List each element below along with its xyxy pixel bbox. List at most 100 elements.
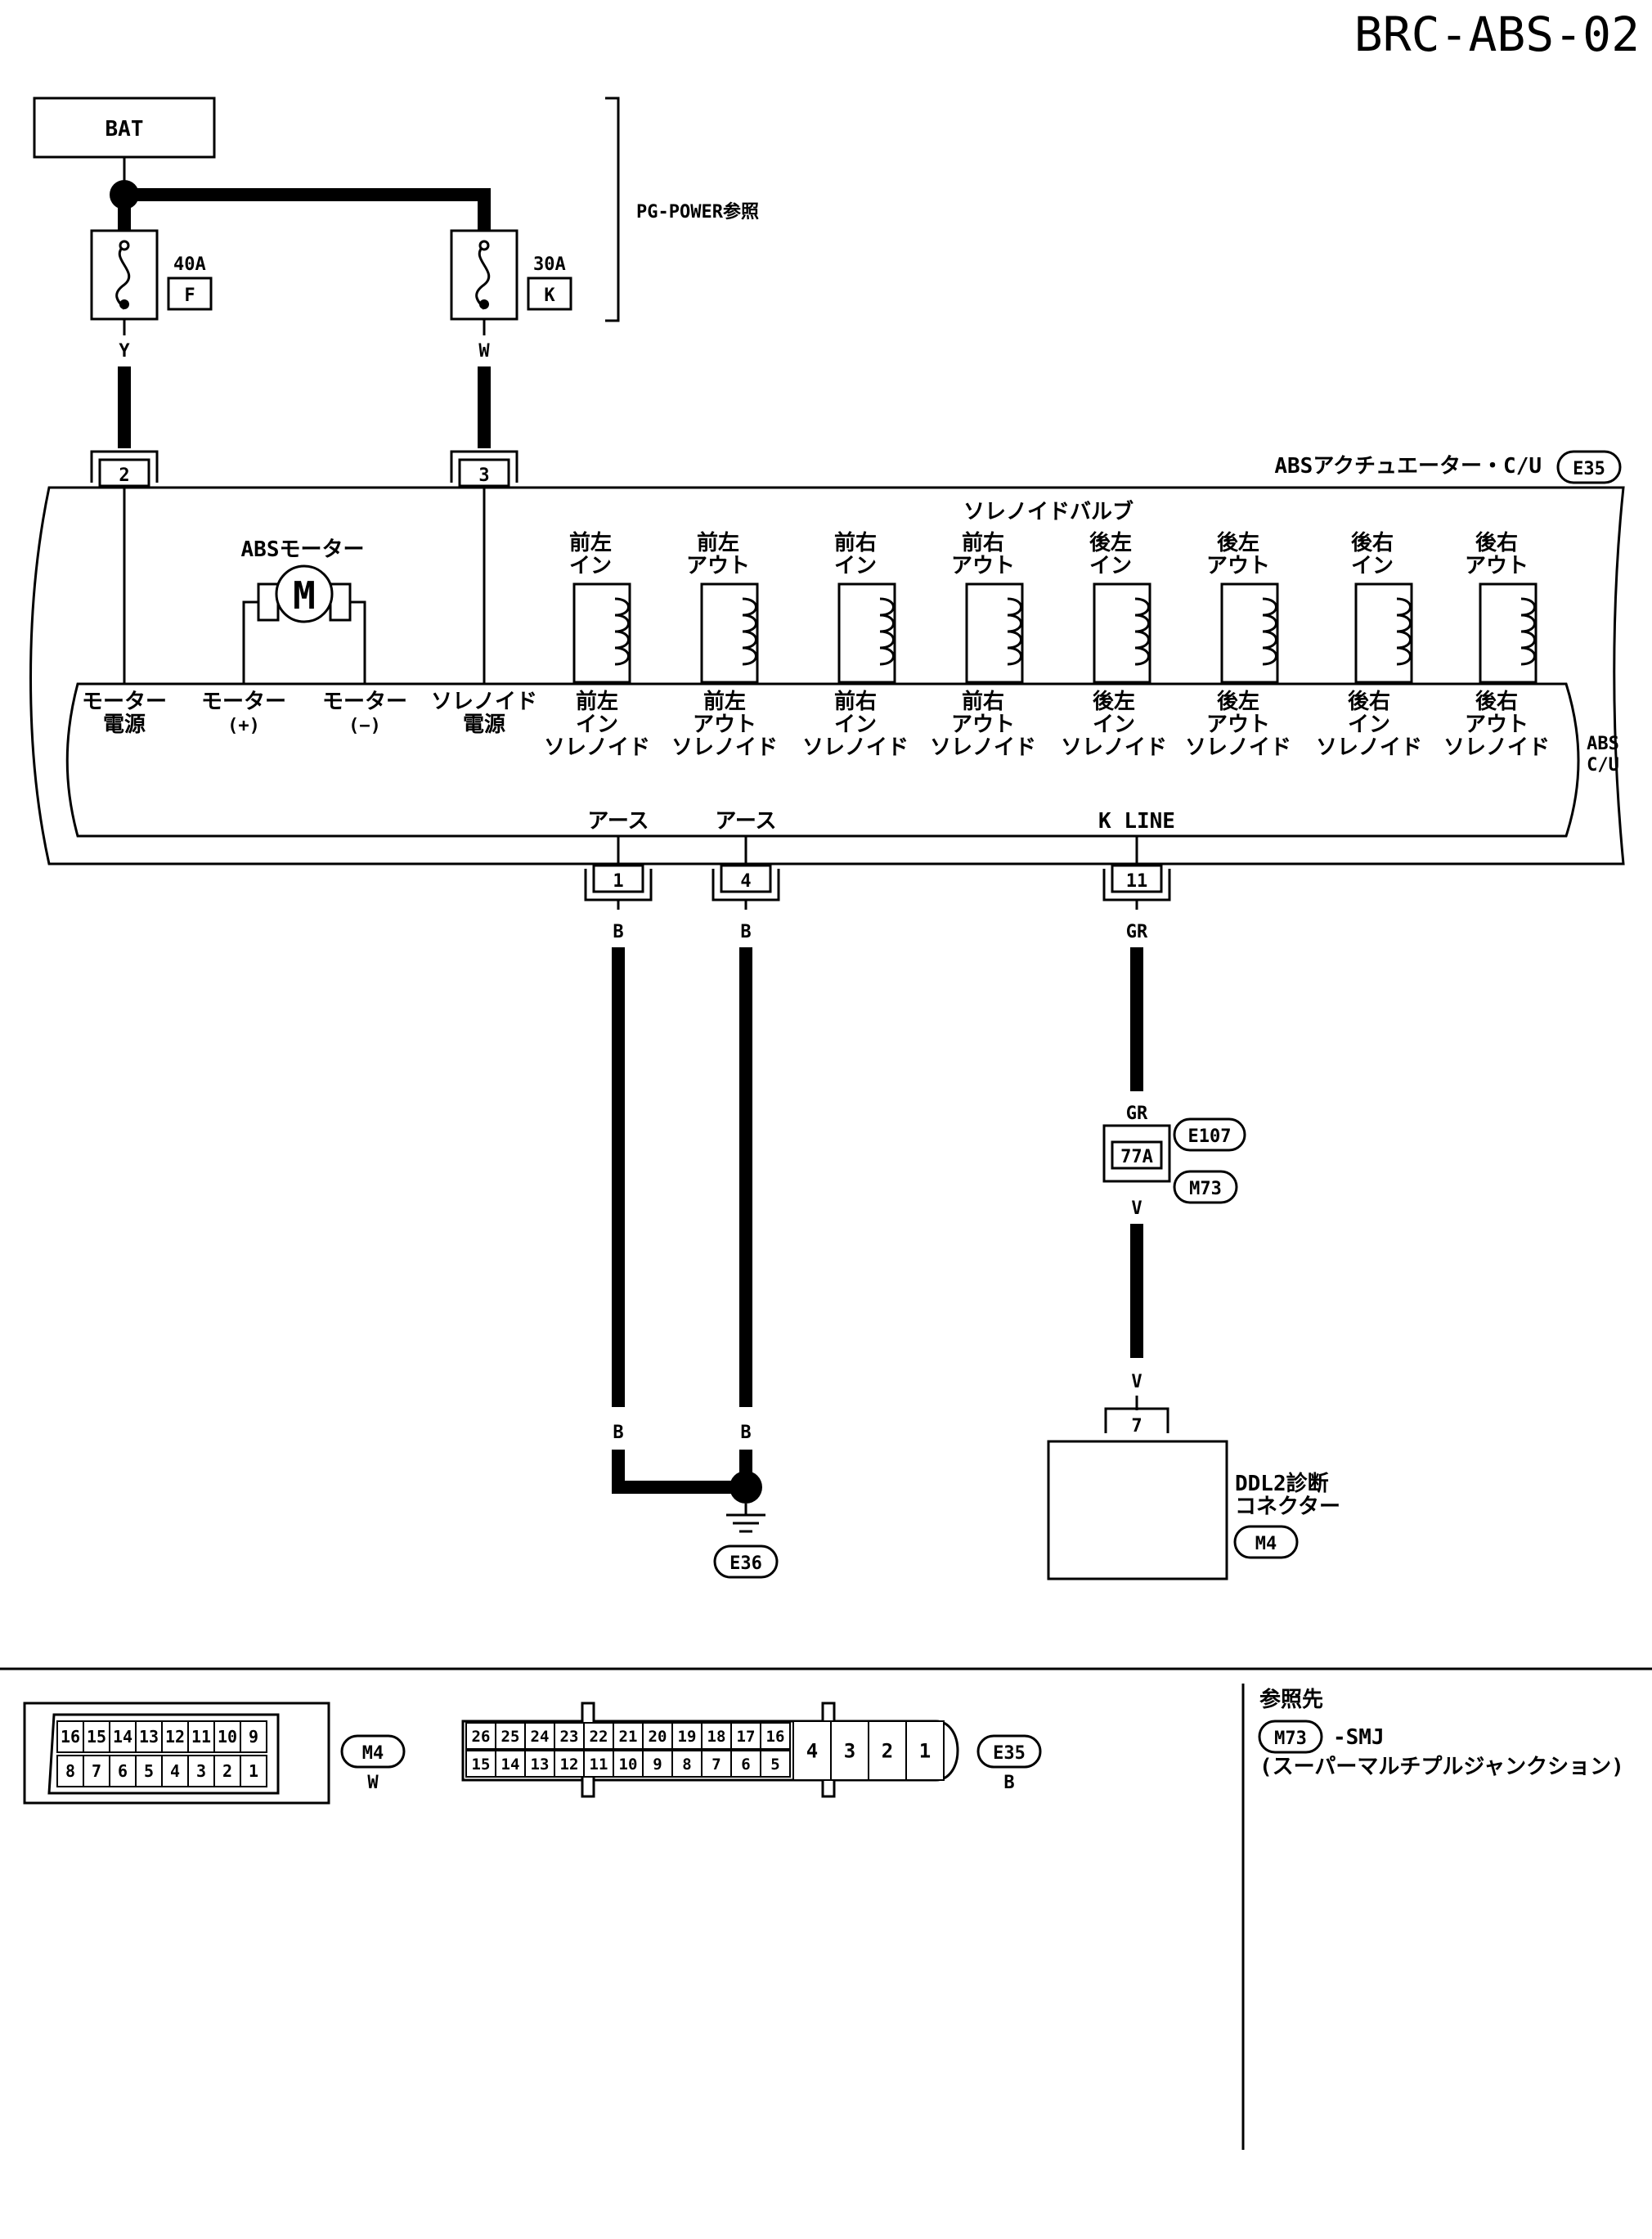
e35-big-pin-2-cell	[868, 1720, 907, 1781]
svg-text:後左: 後左	[1217, 689, 1259, 714]
svg-text:ソレノイド: ソレノイド	[930, 735, 1036, 760]
wire-color-gr-2: GR	[1126, 1104, 1148, 1124]
junction-connector-top-oval	[1173, 1117, 1246, 1152]
motor-brush-left	[257, 582, 280, 622]
ddl-pin-label: 7	[1131, 1416, 1142, 1436]
wire-color-b-3: B	[613, 1423, 623, 1443]
ddl-label-l1: DDL2診断	[1235, 1471, 1329, 1496]
e35-big-pin-2-label: 2	[882, 1740, 893, 1763]
actuator-label: ABSアクチュエーター・C/U	[1274, 454, 1542, 479]
fuse-k-amp: 30A	[533, 254, 566, 275]
m4-bottom-pin-4-label: 4	[170, 1761, 180, 1781]
junction-connector-bottom-oval	[1173, 1170, 1238, 1204]
solenoid-terminal-5: 後左 イン ソレノイド	[1061, 689, 1167, 760]
wire-bat-to-fuse-k	[124, 188, 491, 231]
e35-top-pin-23-label: 23	[560, 1728, 579, 1746]
reference-note: (スーパーマルチプルジャンクション)	[1259, 1755, 1624, 1779]
fuse-k-id: K	[544, 285, 555, 306]
svg-text:後右: 後右	[1475, 530, 1518, 555]
wire-color-b-1: B	[613, 922, 623, 942]
wire-color-b-2: B	[740, 922, 751, 942]
abs-motor-label: ABSモーター	[241, 537, 365, 562]
svg-text:後左: 後左	[1217, 530, 1259, 555]
motor-lead-minus	[350, 600, 366, 684]
e35-big-pin-3-label: 3	[844, 1740, 855, 1763]
e35-bottom-pin-10-cell	[613, 1750, 644, 1778]
solenoid-valve-2: 前左 アウト	[686, 530, 759, 684]
svg-text:イン: イン	[834, 554, 877, 578]
e35-bottom-pin-13-label: 13	[531, 1756, 550, 1774]
m4-top-pin-16-cell	[56, 1720, 84, 1753]
m4-top-pin-9-cell	[240, 1720, 267, 1753]
e35-legend-color: B	[1003, 1773, 1014, 1793]
m4-bottom-pin-1-cell	[240, 1755, 267, 1787]
reference-title: 参照先	[1259, 1687, 1323, 1712]
m4-top-pin-12-label: 12	[165, 1727, 185, 1747]
m4-top-pin-9-label: 9	[249, 1727, 258, 1747]
page-code: BRC-ABS-02	[1354, 7, 1640, 62]
k-line-label: K LINE	[1098, 809, 1175, 834]
cu-term-solenoid-power-l1: ソレノイド	[431, 690, 537, 714]
fuse-f-amp: 40A	[173, 254, 206, 275]
svg-text:イン: イン	[569, 554, 612, 578]
svg-text:前左: 前左	[569, 530, 612, 555]
fuse-f-id: F	[184, 285, 195, 306]
e35-top-pin-21-cell	[613, 1722, 644, 1750]
e35-top-pin-25-label: 25	[501, 1728, 520, 1746]
e35-top-pin-18-cell	[701, 1722, 732, 1750]
e35-bottom-pin-8-label: 8	[682, 1756, 691, 1774]
fuse-k-id-box	[527, 277, 572, 311]
svg-text:ソレノイド: ソレノイド	[1185, 735, 1291, 760]
solenoid-group-label: ソレノイドバルブ	[963, 499, 1134, 524]
e35-top-pin-19-cell	[671, 1722, 703, 1750]
m4-top-pin-14-label: 14	[113, 1727, 132, 1747]
m4-bottom-pin-6-label: 6	[118, 1761, 128, 1781]
m4-bottom-pin-5-label: 5	[144, 1761, 154, 1781]
pin-11-label: 11	[1126, 871, 1148, 892]
cu-term-motor-power-l1: モーター	[82, 690, 167, 714]
svg-text:後右: 後右	[1348, 689, 1390, 714]
power-ref-label: PG-POWER参照	[636, 201, 759, 223]
m4-bottom-pin-7-label: 7	[92, 1761, 101, 1781]
motor-symbol-label: M	[293, 573, 316, 618]
actuator-connector-oval	[1556, 450, 1622, 484]
junction-connector-top: E107	[1188, 1126, 1232, 1147]
actuator-outline	[29, 486, 1625, 865]
svg-text:アウト: アウト	[1206, 554, 1270, 578]
wire-color-gr-1: GR	[1126, 922, 1148, 942]
m4-top-pin-15-label: 15	[87, 1727, 106, 1747]
m4-legend-oval	[340, 1734, 406, 1769]
e35-bottom-pin-5-cell	[760, 1750, 791, 1778]
cu-term-motor-plus-l1: モーター	[201, 690, 286, 714]
m4-bottom-pin-3-label: 3	[196, 1761, 206, 1781]
e35-top-pin-26-cell	[465, 1722, 496, 1750]
e35-bottom-pin-14-cell	[495, 1750, 526, 1778]
pin-3-connector	[450, 450, 518, 488]
svg-text:後右: 後右	[1351, 530, 1394, 555]
e35-bottom-pin-13-cell	[524, 1750, 555, 1778]
ddl-pin-frame	[1104, 1407, 1169, 1433]
svg-text:アウト: アウト	[1465, 713, 1529, 737]
svg-text:アウト: アウト	[1206, 713, 1270, 737]
pin-2-connector	[90, 450, 159, 488]
e35-top-pin-16-cell	[760, 1722, 791, 1750]
pin-1-label: 1	[613, 871, 623, 892]
wire-pin1-to-ground	[612, 1450, 746, 1494]
e35-top-pin-22-cell	[583, 1722, 614, 1750]
svg-text:イン: イン	[834, 713, 877, 737]
svg-text:ソレノイド: ソレノイド	[1443, 735, 1550, 760]
svg-text:ソレノイド: ソレノイド	[802, 735, 909, 760]
solenoid-valve-8: 後右 アウト	[1465, 530, 1538, 684]
e35-bottom-pin-15-label: 15	[472, 1756, 491, 1774]
reference-suffix: -SMJ	[1333, 1725, 1385, 1750]
m4-top-pin-13-label: 13	[139, 1727, 159, 1747]
reference-connector-oval	[1258, 1720, 1323, 1754]
svg-text:前右: 前右	[962, 530, 1004, 555]
solenoid-terminal-1: 前左 イン ソレノイド	[544, 689, 650, 760]
pin-3-label: 3	[478, 465, 489, 486]
solenoid-terminal-3: 前右 イン ソレノイド	[802, 689, 909, 760]
m4-top-pin-12-cell	[161, 1720, 189, 1753]
e35-top-pin-26-label: 26	[472, 1728, 491, 1746]
m4-top-pin-14-cell	[109, 1720, 137, 1753]
